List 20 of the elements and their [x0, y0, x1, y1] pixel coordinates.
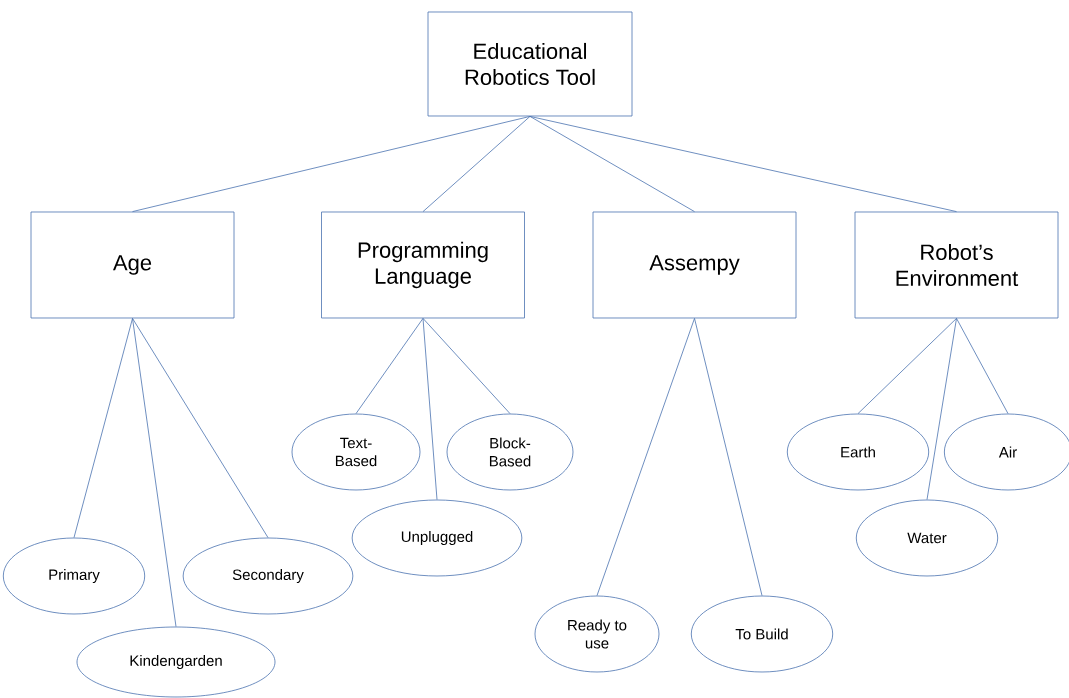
connector-line [73, 318, 133, 538]
connector-line [694, 318, 763, 596]
connector-line [422, 116, 531, 212]
connector-line [926, 318, 957, 500]
connector-line [132, 116, 531, 212]
connector-line [422, 318, 438, 500]
connector-line [132, 318, 269, 538]
category-box: Age [30, 211, 235, 319]
connector-line [596, 318, 695, 596]
connector-line [422, 318, 511, 414]
connector-line [857, 318, 957, 414]
connector-line [132, 318, 177, 627]
connector-line [529, 116, 695, 212]
category-box: Programming Language [321, 211, 525, 319]
category-box: Assempy [592, 211, 797, 319]
category-box: Robot’s Environment [854, 211, 1059, 319]
category-box: Educational Robotics Tool [427, 11, 633, 117]
connector-line [529, 116, 957, 212]
connector-line [355, 318, 424, 414]
connector-line [956, 318, 1009, 414]
